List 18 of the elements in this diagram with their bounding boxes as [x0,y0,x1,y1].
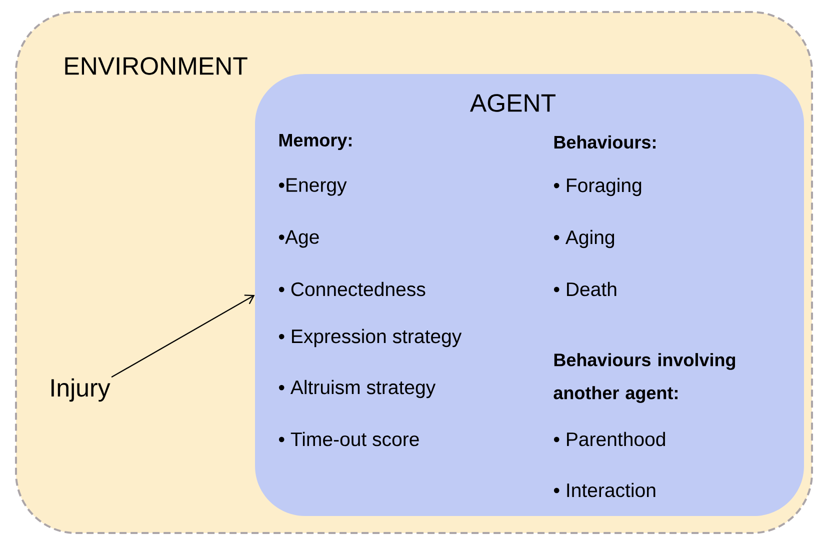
list-item: • Parenthood [554,432,665,446]
arrow [111,294,255,378]
list-item: •Age [278,230,319,248]
list-item: • Aging [554,230,614,248]
list-item: • Expression strategy [278,328,462,348]
list-heading: Behaviours involving another agent: [554,353,736,403]
box-title: ENVIRONMENT [65,57,248,75]
list-item: •Energy [278,178,347,196]
list-item: • Connectedness [278,282,426,296]
node-label: Injury [52,378,110,402]
box-title: AGENT [470,94,556,112]
list-item: • Altruism strategy [278,380,436,398]
list-item: • Interaction [554,482,656,498]
list-item: • Death [554,282,616,296]
list-item: • Foraging [554,178,642,196]
list-item: • Time-out score [278,432,419,446]
list-heading: Memory: [279,134,352,150]
list-heading: Behaviours: [554,135,656,149]
